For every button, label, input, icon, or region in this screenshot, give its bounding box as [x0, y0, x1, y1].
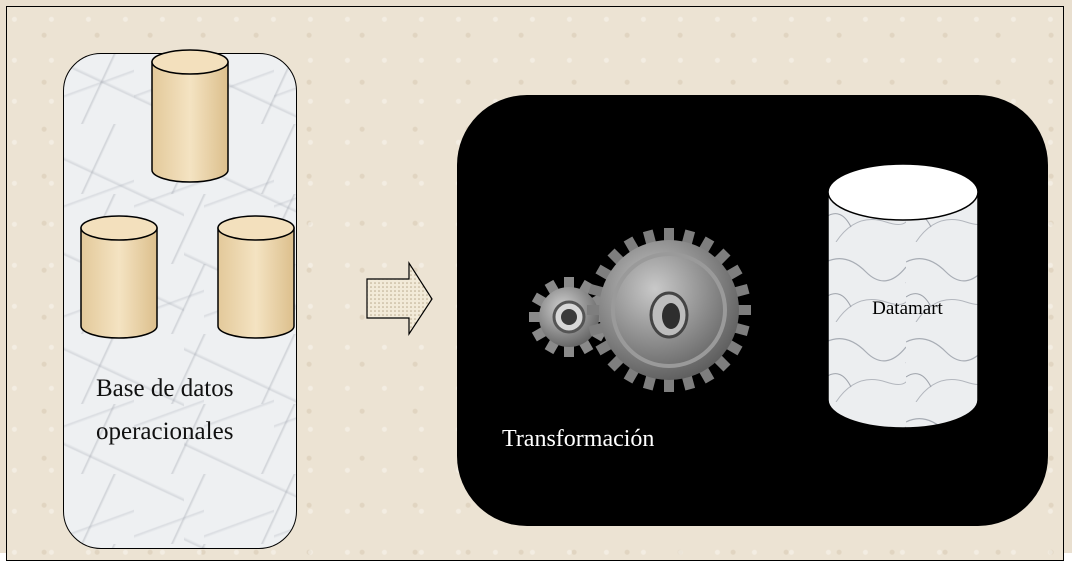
database-icon-top — [151, 49, 229, 183]
caption-line-1: Base de datos — [96, 375, 234, 402]
database-icon-right — [217, 215, 295, 339]
datamart-database-icon — [827, 163, 979, 429]
gears-icon — [529, 228, 751, 392]
datamart-label: Datamart — [872, 298, 943, 319]
caption-line-2: operacionales — [96, 418, 234, 445]
operational-databases-caption: Base de datos operacionales — [96, 367, 296, 453]
database-icon-left — [80, 215, 158, 339]
right-arrow-icon — [366, 260, 433, 337]
transformation-label: Transformación — [502, 426, 655, 452]
